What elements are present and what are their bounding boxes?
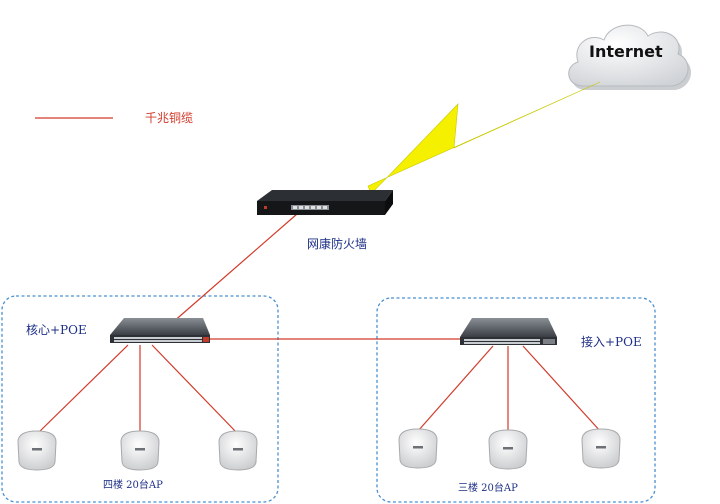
core-group-box: [1, 295, 279, 503]
access-point-icon: [581, 428, 621, 469]
link-access-ap1: [417, 345, 494, 432]
firewall-device-icon: [257, 190, 393, 215]
link-core-ap1: [36, 344, 129, 435]
access-point-icon: [120, 430, 160, 471]
firewall-label: 网康防火墙: [307, 237, 368, 251]
core-switch-label: 核心+POE: [26, 323, 87, 337]
copper-links: [36, 213, 602, 435]
core-switch-icon: [110, 318, 210, 343]
access-group-box: [376, 297, 656, 503]
internet-cloud-icon: [568, 24, 692, 90]
floor4-ap-caption: 四楼 20台AP: [103, 480, 163, 491]
access-switch-icon: [460, 318, 557, 345]
link-core-ap3: [151, 344, 239, 435]
access-point-icon: [488, 429, 528, 470]
legend-label: 千兆铜缆: [145, 111, 194, 125]
access-switch-label: 接入+POE: [581, 335, 642, 349]
floor3-ap-caption: 三楼 20台AP: [458, 483, 518, 494]
link-access-ap3: [522, 345, 602, 433]
internet-label: Internet: [589, 42, 663, 61]
access-point-icon: [218, 430, 258, 471]
link-firewall-core: [171, 213, 298, 324]
access-point-icon: [17, 430, 57, 471]
wan-lightning-link: [367, 81, 601, 195]
access-point-icon: [398, 428, 438, 469]
